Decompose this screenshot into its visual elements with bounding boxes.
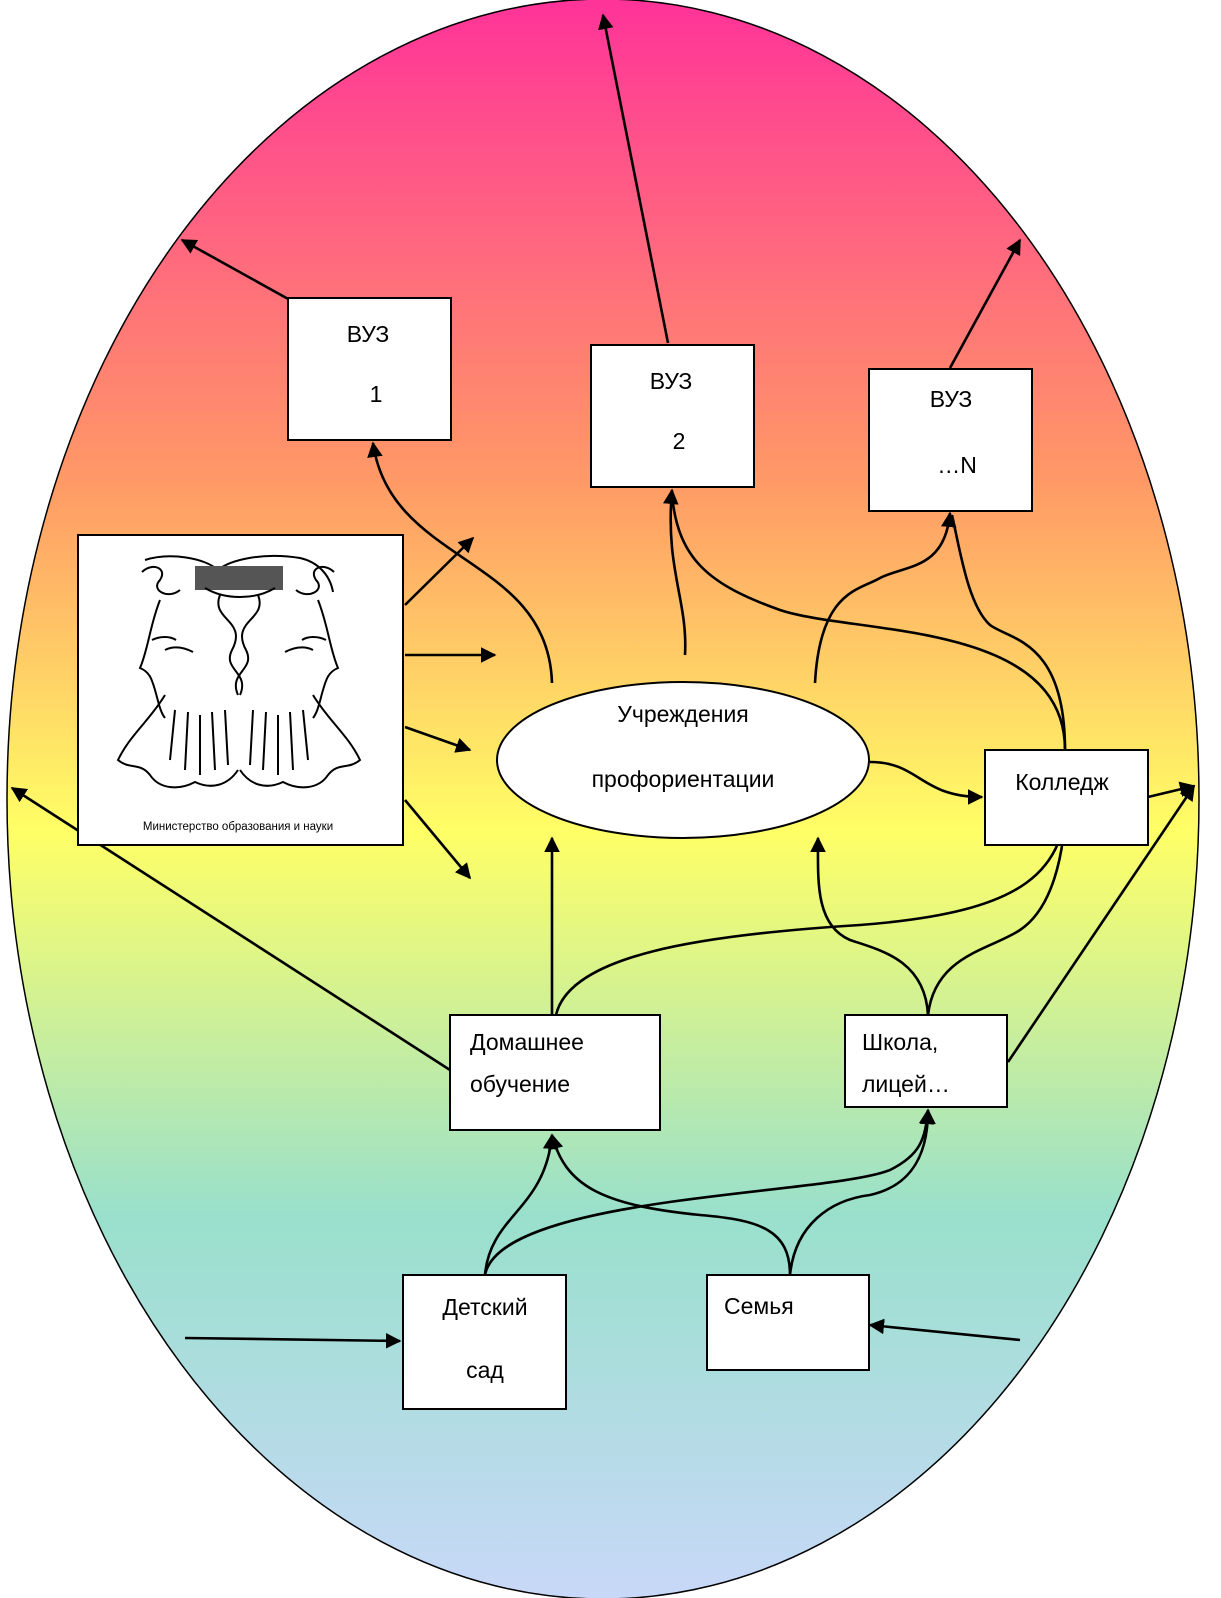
vuzn-label: ВУЗ xyxy=(930,386,973,412)
home-schooling-line1: Домашнее xyxy=(470,1029,584,1055)
college-box xyxy=(984,749,1149,846)
node-school: Школа, лицей… xyxy=(844,1014,1008,1108)
node-vuz1: ВУЗ 1 xyxy=(287,297,452,441)
proforientation-line2: профориентации xyxy=(592,766,775,792)
node-kindergarten: Детский сад xyxy=(402,1274,567,1410)
edge-family-home xyxy=(547,1133,792,1276)
family-box xyxy=(706,1274,870,1371)
vuzn-box xyxy=(868,368,1033,512)
home-schooling-box xyxy=(449,1014,661,1131)
node-vuzn: ВУЗ …N xyxy=(868,368,1033,512)
school-line1: Школа, xyxy=(862,1029,938,1055)
family-label: Семья xyxy=(724,1293,794,1319)
edge-in-kinder xyxy=(184,1333,402,1349)
edges xyxy=(10,13,1196,1349)
edge-family-school xyxy=(788,1108,936,1276)
vuz1-label: ВУЗ xyxy=(347,321,390,347)
vuzn-number: …N xyxy=(937,452,977,478)
school-line2: лицей… xyxy=(862,1071,950,1097)
kindergarten-line1: Детский xyxy=(442,1294,527,1320)
node-vuz2: ВУЗ 2 xyxy=(590,344,755,488)
edge-school-college xyxy=(926,788,1074,1016)
node-proforientation: Учреждения профориентации xyxy=(496,681,870,839)
edge-college-vuz2 xyxy=(670,494,1067,751)
vuz2-box xyxy=(590,344,755,488)
edge-home-college xyxy=(554,788,1076,1016)
proforientation-ellipse xyxy=(496,681,870,839)
janus-head-icon xyxy=(116,554,362,789)
proforientation-line1: Учреждения xyxy=(617,701,749,727)
school-box xyxy=(844,1014,1008,1108)
node-family: Семья xyxy=(706,1274,870,1371)
edge-prof-college xyxy=(869,760,984,805)
edge-kinder-home xyxy=(483,1133,559,1276)
vuz1-number: 1 xyxy=(370,381,383,407)
edge-prof-vuzn xyxy=(813,511,957,684)
edge-college-vuzn xyxy=(950,514,1067,751)
ministry-emblem: Министерство образования и науки xyxy=(77,534,404,846)
college-label: Колледж xyxy=(1015,769,1109,795)
node-college: Колледж xyxy=(984,749,1149,846)
edge-kinder-school xyxy=(483,1108,935,1276)
edge-ministry-4 xyxy=(404,799,471,880)
edge-in-family xyxy=(868,1318,1021,1342)
vuz2-number: 2 xyxy=(673,428,686,454)
edge-prof-vuz2 xyxy=(663,488,687,656)
edge-ministry-3 xyxy=(404,725,472,753)
vuz2-label: ВУЗ xyxy=(650,368,693,394)
edge-school-prof xyxy=(810,836,930,1016)
kindergarten-box xyxy=(402,1274,567,1410)
home-schooling-line2: обучение xyxy=(470,1071,570,1097)
vuz1-box xyxy=(287,297,452,441)
edge-ministry-1 xyxy=(404,536,475,606)
ministry-caption: Министерство образования и науки xyxy=(143,821,333,833)
edge-prof-vuz1 xyxy=(367,441,554,684)
edge-vuz1-out xyxy=(180,238,291,302)
edge-vuzn-out xyxy=(948,238,1022,369)
edge-school-out xyxy=(1006,784,1196,1063)
edge-vuz2-out xyxy=(598,13,670,344)
node-home-schooling: Домашнее обучение xyxy=(449,1014,661,1131)
kindergarten-line2: сад xyxy=(466,1357,504,1383)
